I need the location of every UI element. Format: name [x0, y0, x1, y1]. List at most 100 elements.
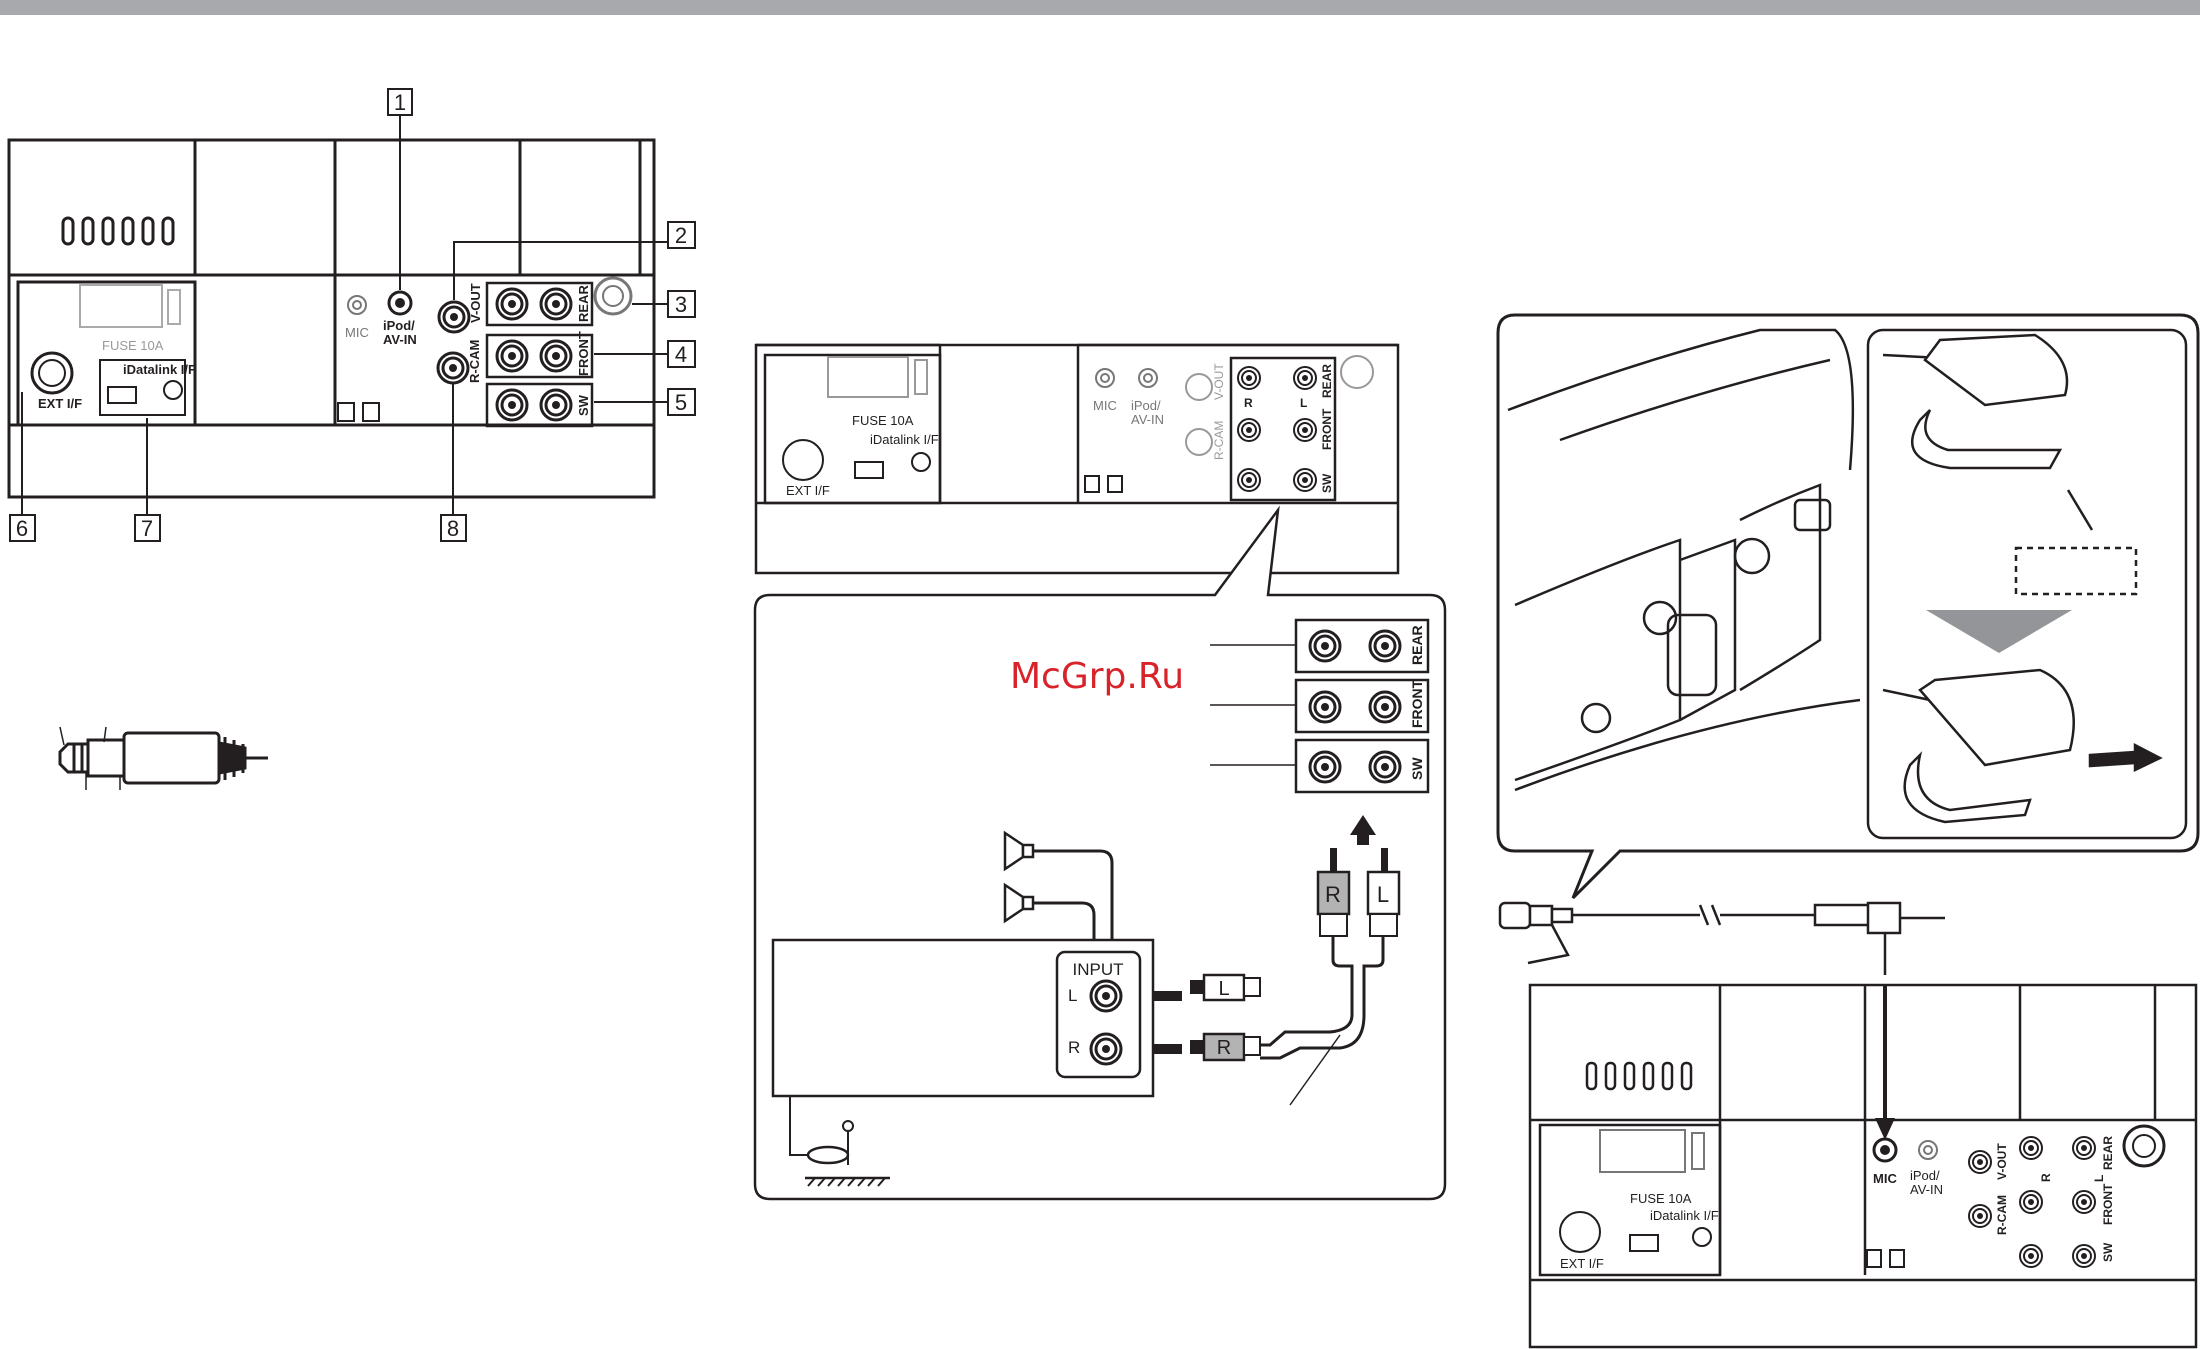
- left-bottom-clips: [338, 403, 379, 421]
- left-rcam-jack: [438, 353, 468, 383]
- right-installation-bubble: [1498, 315, 2198, 898]
- right-rcam-jack: [1969, 1205, 1991, 1227]
- zoom-front-label: FRONT: [1409, 679, 1425, 728]
- left-idatalink-label: iDatalink I/F: [123, 362, 196, 377]
- amplifier-box: INPUT L R: [773, 940, 1153, 1096]
- mic-cable: [1500, 903, 1945, 975]
- middle-front-r: [1238, 419, 1260, 441]
- left-mic-label: MIC: [345, 325, 369, 340]
- zoom-rear-label: REAR: [1409, 625, 1425, 665]
- right-antenna: [2124, 1126, 2164, 1166]
- right-front-label: FRONT: [2101, 1183, 2115, 1225]
- right-unit-rear-view: [1530, 985, 2196, 1347]
- callout-leaders: [22, 115, 668, 515]
- right-sw-label: SW: [2101, 1242, 2115, 1262]
- callout-4: 4: [675, 342, 687, 367]
- left-front-group: FRONT: [487, 331, 592, 377]
- left-fuse-label: FUSE 10A: [102, 338, 164, 353]
- middle-front-l: [1294, 419, 1316, 441]
- left-ipod-label-1: iPod/: [383, 318, 415, 333]
- right-ipod-label-1: iPod/: [1910, 1168, 1940, 1183]
- right-rear-l: [2073, 1137, 2095, 1159]
- middle-main-connector: [828, 357, 927, 397]
- right-rear-label: REAR: [2101, 1136, 2115, 1170]
- left-sw-label: SW: [576, 394, 591, 416]
- left-sw-group: SW: [487, 384, 592, 426]
- middle-rcam-jack: [1186, 429, 1212, 455]
- middle-rcam-label: R-CAM: [1212, 421, 1226, 460]
- left-ext-if-label: EXT I/F: [38, 396, 82, 411]
- right-front-r: [2020, 1191, 2042, 1213]
- callout-8: 8: [447, 516, 459, 541]
- middle-mic-jack: [1096, 369, 1114, 387]
- middle-antenna: [1341, 356, 1373, 388]
- right-vent-slots: [1587, 1063, 1691, 1089]
- right-l-label: L: [2092, 1175, 2106, 1182]
- right-vout-label: V-OUT: [1995, 1143, 2009, 1180]
- middle-bottom-clips: [1085, 476, 1122, 492]
- middle-idatalink-jack: [912, 453, 930, 471]
- right-ext-if-connector: [1560, 1212, 1600, 1252]
- left-vout-jack: [439, 302, 469, 332]
- left-vent-slots: [63, 218, 173, 244]
- middle-l-label: L: [1300, 396, 1307, 410]
- middle-sw-r: [1238, 469, 1260, 491]
- amp-plug-r: R: [1217, 1037, 1231, 1059]
- middle-ext-if-connector: [783, 440, 823, 480]
- right-front-l: [2073, 1191, 2095, 1213]
- right-mic-jack: [1874, 1139, 1896, 1161]
- zoom-sw-label: SW: [1409, 757, 1425, 780]
- right-sw-l: [2073, 1245, 2095, 1267]
- right-ext-if-label: EXT I/F: [1560, 1256, 1604, 1271]
- callout-7: 7: [141, 516, 153, 541]
- right-ipod-label-2: AV-IN: [1910, 1182, 1943, 1197]
- right-fuse-label: FUSE 10A: [1630, 1191, 1692, 1206]
- left-rear-label: REAR: [576, 285, 591, 322]
- right-mic-label: MIC: [1873, 1171, 1897, 1186]
- amp-l-label: L: [1068, 986, 1077, 1005]
- right-vout-jack: [1969, 1151, 1991, 1173]
- left-ipod-label-2: AV-IN: [383, 332, 417, 347]
- middle-ext-if-label: EXT I/F: [786, 483, 830, 498]
- left-rear-group: REAR: [487, 283, 592, 325]
- right-idatalink-jack: [1693, 1228, 1711, 1246]
- middle-ipod-label-1: iPod/: [1131, 398, 1161, 413]
- left-ipod-jack: [389, 292, 411, 314]
- right-bottom-clips: [1867, 1250, 1904, 1267]
- zoom-plug-l: L: [1377, 882, 1389, 907]
- middle-ipod-jack: [1139, 369, 1157, 387]
- amp-plug-l: L: [1218, 978, 1229, 1000]
- left-ext-if-connector: [32, 353, 72, 393]
- left-vout-label: V-OUT: [468, 283, 483, 323]
- middle-idatalink-label: iDatalink I/F: [870, 432, 939, 447]
- callout-2: 2: [675, 223, 687, 248]
- middle-sw-label: SW: [1320, 473, 1334, 493]
- middle-rear-r: [1238, 367, 1260, 389]
- middle-ipod-label-2: AV-IN: [1131, 412, 1164, 427]
- amp-r-label: R: [1068, 1038, 1080, 1057]
- callout-3: 3: [675, 292, 687, 317]
- stereo-mini-plug-icon: [60, 727, 268, 790]
- left-mic-jack: [348, 296, 366, 314]
- middle-fuse-label: FUSE 10A: [852, 413, 914, 428]
- middle-idatalink-port: [855, 462, 883, 478]
- callout-1: 1: [394, 90, 406, 115]
- left-rcam-label: R-CAM: [467, 340, 482, 383]
- middle-rear-label: REAR: [1320, 364, 1334, 398]
- middle-vout-jack: [1186, 374, 1212, 400]
- left-front-label: FRONT: [576, 331, 591, 376]
- right-r-label: R: [2039, 1173, 2053, 1182]
- left-antenna: [595, 278, 631, 314]
- zoom-plug-r: R: [1325, 882, 1341, 907]
- right-rear-r: [2020, 1137, 2042, 1159]
- right-idatalink-label: iDatalink I/F: [1650, 1208, 1719, 1223]
- watermark: McGrp.Ru: [1010, 656, 1184, 697]
- middle-mic-label: MIC: [1093, 398, 1117, 413]
- middle-vout-label: V-OUT: [1212, 363, 1226, 400]
- left-main-connector: [80, 285, 180, 327]
- right-ipod-jack: [1919, 1141, 1937, 1159]
- amp-input-label: INPUT: [1073, 960, 1124, 979]
- callout-6: 6: [16, 516, 28, 541]
- right-main-connector: [1600, 1130, 1704, 1172]
